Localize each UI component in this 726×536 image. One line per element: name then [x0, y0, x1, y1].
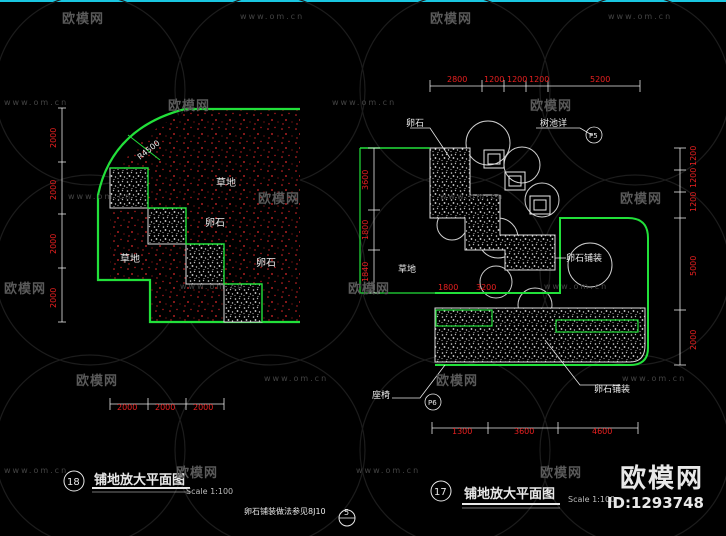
watermark-brand: 欧模网	[620, 192, 663, 207]
dimension-label: 1800	[438, 283, 458, 292]
paving-note: 卵石铺装做法参见8J10	[244, 506, 326, 516]
pebble-paving-label: 卵石铺装	[594, 383, 630, 395]
left-vdim-lines	[58, 107, 66, 323]
dimension-label: 3600	[361, 170, 370, 190]
watermark-url: www.om.cn	[240, 12, 305, 21]
top-dim-lines	[429, 80, 641, 92]
title-number: 18	[67, 477, 80, 488]
note-ref: 5	[344, 508, 349, 517]
paving-block	[147, 207, 187, 245]
watermark-url: www.om.cn	[622, 374, 687, 383]
paving-block	[109, 167, 149, 209]
seat	[435, 309, 493, 327]
watermark-url: www.om.cn	[544, 282, 609, 291]
right-left-dim-lines	[368, 147, 380, 294]
right-plan	[359, 80, 686, 509]
grass-label: 草地	[216, 176, 236, 189]
watermark-brand: 欧模网	[436, 374, 479, 389]
dimension-label: 3200	[476, 283, 496, 292]
watermark-url: www.om.cn	[4, 98, 69, 107]
dimension-label: 1300	[452, 427, 472, 436]
watermark-brand: 欧模网	[348, 282, 391, 297]
seat-label: 座椅	[372, 389, 390, 401]
paving-block	[185, 243, 225, 285]
dimension-label: 3600	[514, 427, 534, 436]
grass-label: 草地	[398, 263, 416, 275]
pebble-label: 卵石	[256, 257, 276, 269]
dimension-label: 2000	[117, 403, 137, 412]
dimension-label: 1200	[507, 75, 527, 84]
seat-ref: P6	[428, 399, 437, 407]
plan-title: 铺地放大平面图	[94, 472, 185, 488]
dimension-label: 1800	[361, 220, 370, 240]
left-plan	[58, 107, 356, 527]
title-number: 17	[434, 487, 447, 498]
dimension-label: 5200	[590, 75, 610, 84]
right-right-dim-lines	[674, 147, 686, 366]
top-border-line	[0, 0, 726, 2]
tree-pit-ref: P5	[589, 132, 598, 140]
watermark-url: www.om.cn	[68, 192, 133, 201]
watermark-brand: 欧模网	[176, 466, 219, 481]
watermark-brand: 欧模网	[258, 192, 301, 207]
leader-lines	[392, 127, 620, 399]
dimension-label: 2000	[49, 128, 58, 148]
lawn-area	[110, 110, 300, 322]
dimension-label: 1200	[529, 75, 549, 84]
watermark-brand: 欧模网	[530, 99, 573, 114]
watermark-brand: 欧模网	[4, 282, 47, 297]
dimension-label: 2000	[689, 330, 698, 350]
tree-pit-label: 树池详	[540, 117, 567, 129]
dimension-label: 5000	[689, 256, 698, 276]
plan-scale: Scale 1:100	[186, 487, 233, 496]
pebble-label: 卵石	[406, 118, 424, 129]
watermark-brand: 欧模网	[62, 12, 105, 27]
radius-line	[127, 134, 161, 161]
watermark-url: www.om.cn	[356, 466, 421, 475]
dimension-label: 2000	[49, 234, 58, 254]
paving-block	[223, 283, 263, 323]
dimension-label: 2000	[193, 403, 213, 412]
boundary-arc	[96, 107, 300, 324]
boundary-line	[435, 217, 649, 366]
pebble-paving-label: 卵石铺装	[566, 252, 602, 264]
step-outline	[110, 167, 263, 322]
corner-id: ID:1293748	[606, 494, 704, 512]
bench	[555, 319, 639, 333]
boundary-line	[359, 148, 435, 294]
watermark-url: www.om.cn	[4, 466, 69, 475]
left-hdim-lines	[109, 398, 225, 410]
dimension-label: 1200	[689, 146, 698, 166]
watermark-url: www.om.cn	[332, 98, 397, 107]
dimension-label: 2000	[49, 180, 58, 200]
dimension-label: 1200	[484, 75, 504, 84]
pebble-strip	[434, 307, 646, 363]
watermark-brand: 欧模网	[168, 99, 211, 114]
watermark-url: www.om.cn	[440, 192, 505, 201]
dimension-label: 2000	[49, 288, 58, 308]
dimension-label: 1200	[689, 192, 698, 212]
dimension-label: 2800	[447, 75, 467, 84]
tree-pits	[483, 149, 551, 215]
pebble-paving-area	[429, 147, 556, 271]
watermark-url: www.om.cn	[180, 282, 245, 291]
watermark-brand: 欧模网	[430, 12, 473, 27]
dimension-label: 4600	[592, 427, 612, 436]
dimension-label: 1840	[361, 262, 370, 282]
tree-canopies	[436, 120, 613, 323]
corner-brand-logo: 欧模网	[619, 464, 704, 494]
plan-scale: Scale 1:100	[568, 495, 615, 504]
watermark-url: www.om.cn	[264, 374, 329, 383]
dimension-label: 1200	[689, 168, 698, 188]
watermark-url: www.om.cn	[608, 12, 673, 21]
pebble-label: 卵石	[205, 217, 225, 229]
watermark-brand: 欧模网	[76, 374, 119, 389]
watermark-brand: 欧模网	[540, 466, 583, 481]
grass-label: 草地	[120, 252, 140, 265]
plan-title: 铺地放大平面图	[464, 486, 555, 502]
right-bottom-dim-lines	[431, 422, 639, 434]
dimension-label: 2000	[155, 403, 175, 412]
text-layer: R4500 草地 卵石 卵石 草地 2000 2000 2000 2000 20…	[49, 75, 698, 517]
